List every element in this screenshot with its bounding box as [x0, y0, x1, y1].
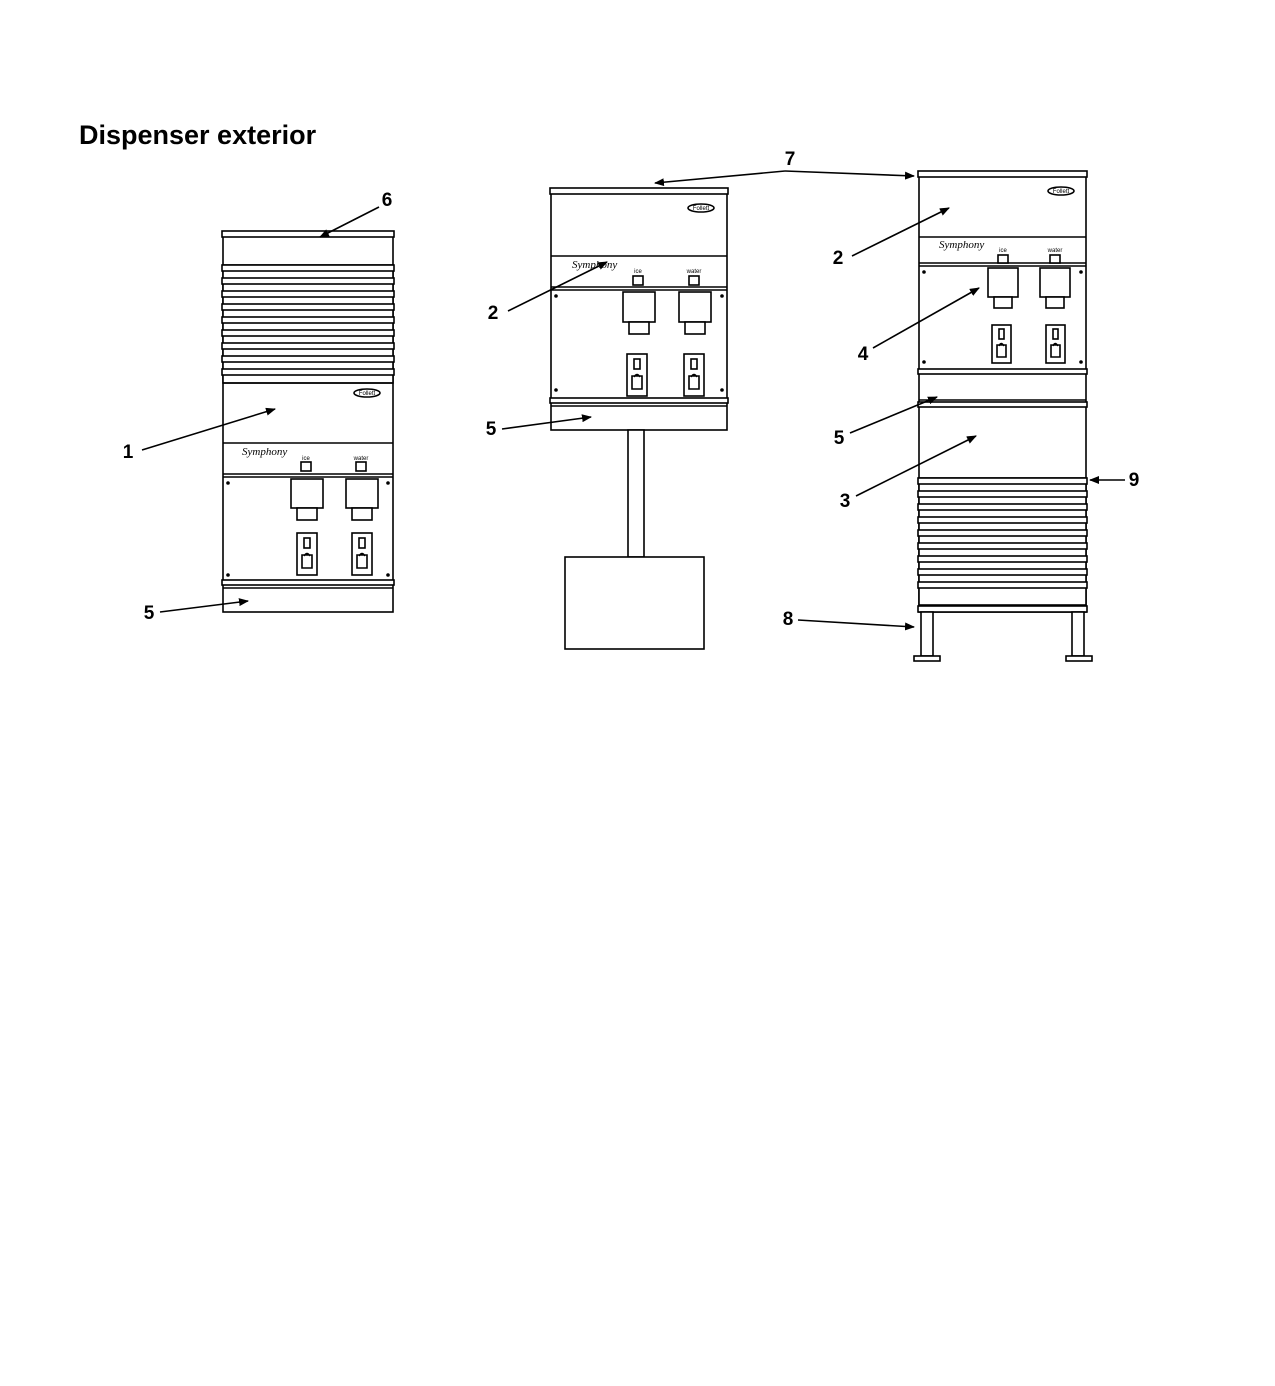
svg-text:ice: ice — [634, 269, 642, 275]
leg-right — [1065, 611, 1093, 662]
callout-8: 8 — [783, 609, 794, 630]
symphony-logo: Symphony — [572, 259, 617, 271]
callout-2: 2 — [488, 303, 499, 324]
callout-1: 1 — [123, 442, 134, 463]
callout-numbers: 6 1 5 2 5 7 2 4 5 3 9 8 — [123, 149, 1140, 630]
page-title: Dispenser exterior — [79, 120, 317, 150]
svg-text:Follett: Follett — [693, 206, 710, 212]
svg-text:ice: ice — [999, 248, 1007, 254]
callout-6: 6 — [382, 190, 393, 211]
pedestal-stand — [564, 429, 705, 650]
svg-text:water: water — [353, 456, 369, 462]
symphony-logo: Symphony — [242, 446, 287, 458]
ice-chute — [622, 291, 656, 335]
ice-lever — [991, 324, 1012, 364]
brand-badge: Follett — [1047, 186, 1075, 196]
callout-4: 4 — [858, 344, 869, 365]
water-lever — [683, 353, 705, 397]
pedestal-dispenser: Follett Symphony ice water — [549, 187, 729, 650]
ice-lever — [626, 353, 648, 397]
callout-7: 7 — [785, 149, 796, 170]
callout-5: 5 — [486, 419, 497, 440]
dispenser-on-ice-machine: Follett Symphony ice water — [913, 170, 1093, 662]
water-lever — [1045, 324, 1066, 364]
water-lever — [351, 532, 373, 576]
brand-badge: Follett — [353, 388, 381, 398]
callout-leaders — [141, 170, 1125, 631]
water-chute — [345, 478, 379, 521]
callout-9: 9 — [1129, 470, 1140, 491]
leg-left — [913, 611, 941, 662]
callout-3: 3 — [840, 491, 851, 512]
louver-grille — [917, 477, 1088, 606]
svg-text:Follett: Follett — [359, 391, 376, 397]
callout-5: 5 — [834, 428, 845, 449]
countertop-dispenser: Follett Symphony ice water — [221, 230, 395, 613]
water-chute — [1039, 267, 1071, 309]
svg-text:ice: ice — [302, 456, 310, 462]
louver-grille — [221, 264, 395, 384]
water-chute — [678, 291, 712, 335]
svg-text:water: water — [686, 269, 702, 275]
svg-text:Follett: Follett — [1053, 189, 1070, 195]
symphony-logo: Symphony — [939, 239, 984, 251]
ice-chute — [290, 478, 324, 521]
svg-text:water: water — [1047, 248, 1063, 254]
ice-chute — [987, 267, 1019, 309]
callout-5: 5 — [144, 603, 155, 624]
brand-badge: Follett — [687, 203, 715, 213]
callout-2: 2 — [833, 248, 844, 269]
ice-lever — [296, 532, 318, 576]
